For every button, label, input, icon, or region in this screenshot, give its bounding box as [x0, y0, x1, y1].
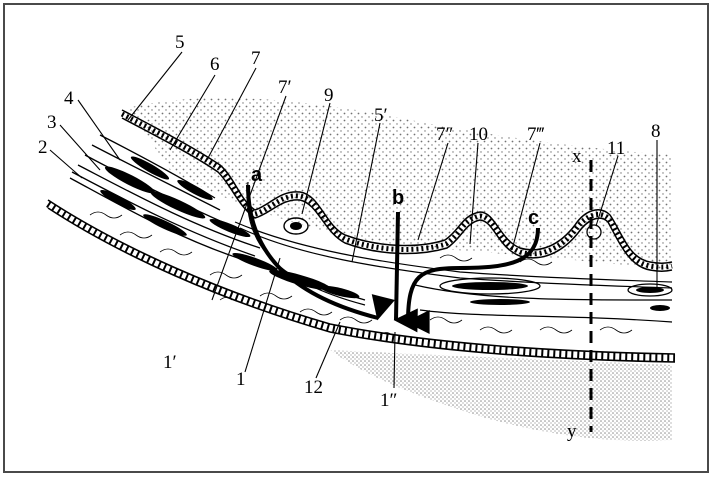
- arrow-c: [405, 227, 540, 335]
- label-c: c: [528, 207, 539, 229]
- label-1-double-prime: 1″: [380, 390, 397, 411]
- label-b: b: [392, 187, 404, 209]
- label-1: 1: [236, 369, 246, 390]
- label-4: 4: [64, 88, 74, 109]
- label-7-prime: 7′: [278, 77, 292, 98]
- label-5: 5: [175, 32, 185, 53]
- label-y: y: [567, 421, 577, 442]
- label-5-prime: 5′: [374, 105, 388, 126]
- label-2: 2: [38, 137, 48, 158]
- label-12: 12: [304, 377, 323, 398]
- connective-tissue: [89, 211, 633, 336]
- label-10: 10: [469, 124, 488, 145]
- diagram-labels: 5 6 7 7′ 4 3 2 9 5′ 7″ 10 7‴ x 11 8 a b …: [38, 32, 661, 442]
- arrow-a: [246, 184, 395, 321]
- vessel-9: [283, 217, 309, 235]
- label-3: 3: [47, 112, 57, 133]
- lower-membrane: [46, 199, 676, 363]
- muscle-layers-left: [69, 134, 366, 301]
- lower-dense-tissue: [330, 350, 672, 441]
- label-a: a: [251, 164, 263, 186]
- leader-lines: [49, 51, 658, 389]
- label-6: 6: [210, 54, 220, 75]
- upper-dotted-tissue: [128, 97, 672, 270]
- fascia-lines: [234, 221, 673, 323]
- label-1-prime: 1′: [163, 352, 177, 373]
- label-7-double-prime: 7″: [436, 124, 453, 145]
- label-7: 7: [251, 48, 261, 69]
- label-11: 11: [607, 138, 625, 159]
- label-8: 8: [651, 121, 661, 142]
- upper-membrane: [120, 109, 673, 272]
- vessel-11: [586, 224, 602, 240]
- label-9: 9: [324, 85, 334, 106]
- arrow-b: [393, 211, 418, 333]
- label-7-triple-prime: 7‴: [527, 124, 545, 145]
- label-x: x: [572, 146, 582, 167]
